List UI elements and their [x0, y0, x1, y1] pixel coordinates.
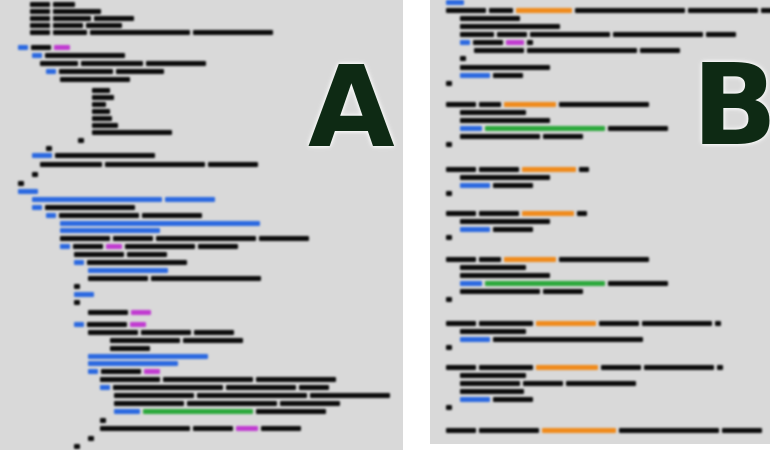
- panel-label-b: B: [692, 41, 770, 171]
- panel-label-a: A: [308, 43, 395, 173]
- code-listing-b: [430, 0, 770, 444]
- code-listing-a: [18, 2, 390, 449]
- code-screenshot-panel-a: A: [0, 0, 403, 450]
- code-screenshot-panel-b: B: [430, 0, 770, 444]
